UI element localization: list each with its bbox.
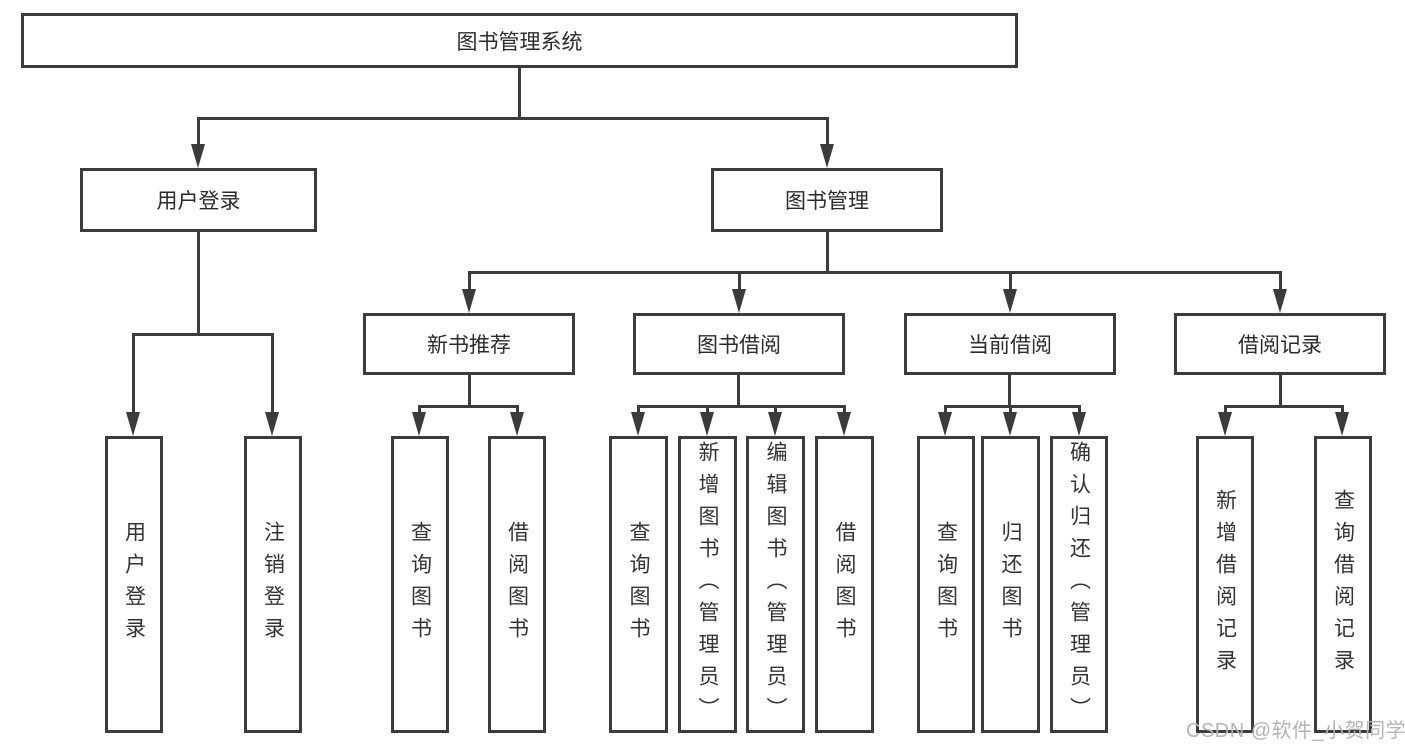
node-label: 查询借阅记录 — [1331, 488, 1355, 681]
connector-line — [468, 271, 1282, 274]
arrowhead — [1003, 289, 1017, 313]
connector-line — [1009, 271, 1012, 292]
arrowhead — [462, 289, 476, 313]
connector-line — [418, 405, 421, 415]
connector-line — [637, 405, 846, 408]
node-label: 用户登录 — [156, 190, 241, 213]
arrowhead — [265, 412, 279, 436]
arrowhead — [1335, 412, 1349, 436]
leaf-user-login: 用户登录 — [105, 436, 163, 733]
connector-line — [197, 117, 829, 120]
connector-line — [843, 405, 846, 415]
node-new-book-recommend: 新书推荐 — [363, 313, 575, 375]
arrowhead — [510, 412, 524, 436]
connector-line — [197, 232, 200, 336]
arrowhead — [1003, 412, 1017, 436]
node-borrowing-records: 借阅记录 — [1174, 313, 1386, 375]
node-user-login: 用户登录 — [80, 168, 317, 232]
leaf-borrowing-borrow-books: 借阅图书 — [815, 436, 874, 733]
connector-line — [737, 375, 740, 408]
connector-line — [826, 232, 829, 274]
connector-line — [1078, 405, 1081, 415]
node-book-management: 图书管理 — [711, 168, 943, 232]
connector-line — [738, 271, 741, 292]
node-label: 借阅记录 — [1238, 334, 1322, 357]
leaf-recommend-query-books: 查询图书 — [391, 436, 449, 733]
arrowhead — [631, 412, 645, 436]
arrowhead — [700, 412, 714, 436]
connector-line — [197, 117, 200, 148]
connector-line — [1224, 405, 1227, 415]
leaf-borrowing-query-books: 查询图书 — [609, 436, 668, 733]
connector-line — [1341, 405, 1344, 415]
connector-line — [518, 68, 521, 120]
node-label: 归还图书 — [999, 520, 1022, 649]
arrowhead — [1273, 289, 1287, 313]
node-label: 借阅图书 — [505, 520, 529, 649]
arrowhead — [1072, 412, 1086, 436]
connector-line — [132, 333, 135, 414]
connector-line — [637, 405, 640, 415]
connector-line — [1279, 375, 1282, 408]
connector-line — [468, 271, 471, 292]
connector-line — [418, 405, 519, 408]
arrowhead — [837, 412, 851, 436]
node-label: 当前借阅 — [968, 334, 1052, 357]
leaf-records-query-borrow-record: 查询借阅记录 — [1314, 436, 1372, 733]
node-label: 图书管理 — [785, 190, 869, 213]
connector-line — [706, 405, 709, 415]
node-label: 新增图书（管理员） — [696, 440, 719, 729]
connector-line — [826, 117, 829, 148]
connector-line — [944, 405, 947, 415]
connector-line — [774, 405, 777, 415]
connector-line — [132, 333, 274, 336]
node-label: 新书推荐 — [427, 334, 511, 357]
connector-line — [1009, 405, 1012, 415]
leaf-current-confirm-return-admin: 确认归还（管理员） — [1050, 436, 1108, 733]
arrowhead — [820, 144, 834, 168]
node-current-borrowing: 当前借阅 — [904, 313, 1116, 375]
arrowhead — [732, 289, 746, 313]
node-book-borrowing: 图书借阅 — [633, 313, 845, 375]
leaf-borrowing-add-books-admin: 新增图书（管理员） — [678, 436, 737, 733]
leaf-current-query-books: 查询图书 — [917, 436, 975, 733]
arrowhead — [191, 144, 205, 168]
connector-line — [271, 333, 274, 414]
node-label: 用户登录 — [122, 520, 146, 649]
node-label: 查询图书 — [627, 520, 650, 649]
node-label: 借阅图书 — [833, 520, 856, 649]
connector-line — [468, 375, 471, 408]
arrowhead — [412, 412, 426, 436]
leaf-recommend-borrow-books: 借阅图书 — [488, 436, 546, 733]
node-label: 查询图书 — [408, 520, 432, 649]
node-library-system: 图书管理系统 — [21, 13, 1018, 68]
leaf-current-return-books: 归还图书 — [981, 436, 1040, 733]
connector-line — [944, 405, 1081, 408]
leaf-logout: 注销登录 — [244, 436, 302, 733]
connector-line — [1279, 271, 1282, 292]
arrowhead — [126, 412, 140, 436]
node-label: 图书借阅 — [697, 334, 781, 357]
node-label: 确认归还（管理员） — [1067, 440, 1091, 729]
leaf-records-add-borrow-record: 新增借阅记录 — [1196, 436, 1254, 733]
connector-line — [1224, 405, 1344, 408]
node-label: 新增借阅记录 — [1213, 488, 1237, 681]
watermark: CSDN @软件_小贺同学 — [1186, 720, 1405, 742]
connector-line — [516, 405, 519, 415]
node-label: 注销登录 — [261, 520, 285, 649]
arrowhead — [768, 412, 782, 436]
leaf-borrowing-edit-books-admin: 编辑图书（管理员） — [746, 436, 805, 733]
node-label: 查询图书 — [934, 520, 958, 649]
node-label: 编辑图书（管理员） — [764, 440, 787, 729]
arrowhead — [938, 412, 952, 436]
node-label: 图书管理系统 — [456, 30, 583, 54]
connector-line — [1008, 375, 1011, 408]
arrowhead — [1218, 412, 1232, 436]
